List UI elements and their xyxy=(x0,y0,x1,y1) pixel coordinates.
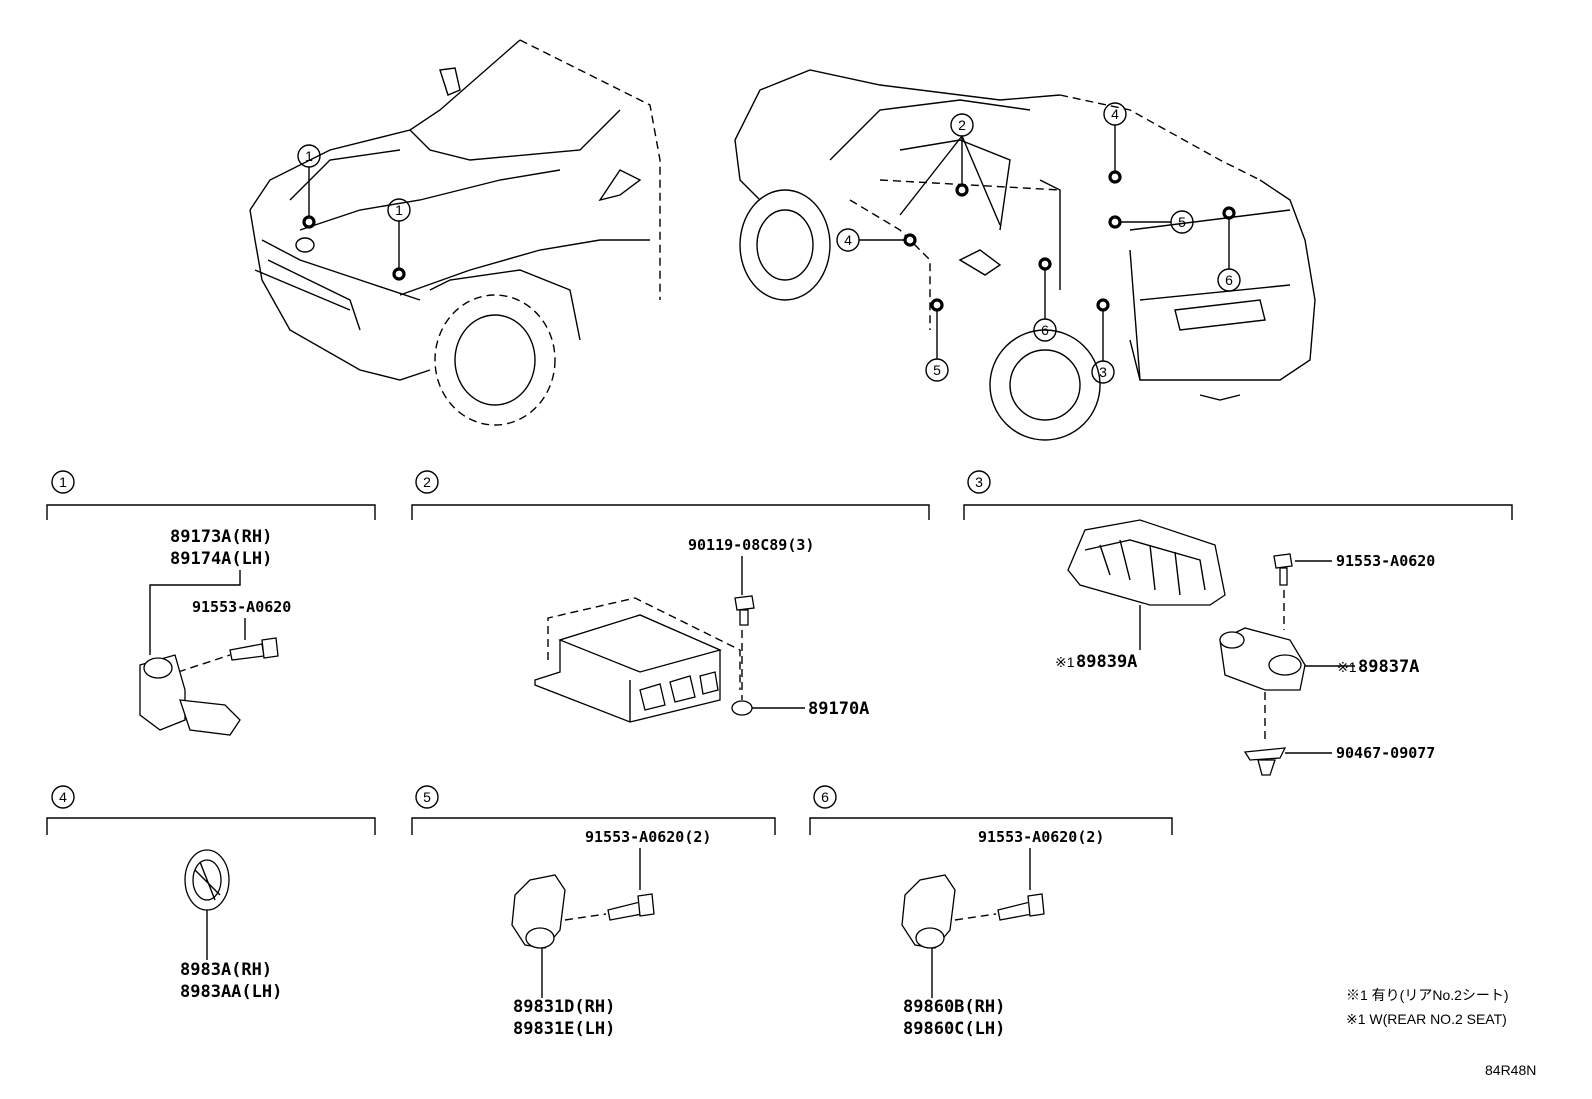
svg-text:6: 6 xyxy=(1041,322,1049,338)
footnote-jp: ※1 有り(リアNo.2シート) xyxy=(1346,987,1509,1003)
callout-3: 3 xyxy=(1091,298,1115,384)
svg-text:1: 1 xyxy=(305,148,313,164)
star-marker-89839A: ※1 xyxy=(1055,654,1075,670)
part-89839A: 89839A xyxy=(1076,652,1137,672)
part-90467-09077: 90467-09077 xyxy=(1336,744,1435,762)
part-89860B: 89860B(RH) xyxy=(903,997,1005,1017)
front-vehicle-illustration xyxy=(249,39,661,426)
part-8983A: 8983A(RH) xyxy=(180,960,272,980)
svg-text:6: 6 xyxy=(821,789,829,805)
star-marker-89837A: ※1 xyxy=(1337,659,1357,675)
part-89173A: 89173A(RH) xyxy=(170,527,272,547)
part-89174A: 89174A(LH) xyxy=(170,549,272,569)
callout-1a: 1 xyxy=(297,144,321,229)
section-2: 2 90119-08C89(3) 89170A xyxy=(411,470,930,723)
part-89170A: 89170A xyxy=(808,699,869,719)
svg-text:2: 2 xyxy=(958,117,966,133)
callout-6a: 6 xyxy=(1033,257,1057,342)
part-91553-A0620-s6: 91553-A0620(2) xyxy=(978,828,1104,846)
callout-2: 2 xyxy=(899,113,1001,226)
svg-text:3: 3 xyxy=(975,474,983,490)
svg-text:4: 4 xyxy=(59,789,67,805)
callout-4a: 4 xyxy=(836,228,917,252)
section-1: 1 89173A(RH) 89174A(LH) 91553-A0620 xyxy=(46,470,376,736)
svg-text:1: 1 xyxy=(59,474,67,490)
rear-vehicle-illustration xyxy=(734,69,1316,441)
svg-text:5: 5 xyxy=(423,789,431,805)
svg-text:5: 5 xyxy=(1178,214,1186,230)
part-91553-A0620-s1: 91553-A0620 xyxy=(192,598,291,616)
svg-text:4: 4 xyxy=(844,232,852,248)
section-6: 6 91553-A0620(2) 89860B(RH) 89860C(LH) xyxy=(809,785,1173,1039)
part-91553-A0620-s3: 91553-A0620 xyxy=(1336,552,1435,570)
callout-6b: 6 xyxy=(1217,206,1241,292)
svg-text:2: 2 xyxy=(423,474,431,490)
part-90119-08C89: 90119-08C89(3) xyxy=(688,536,814,554)
part-89837A: 89837A xyxy=(1358,657,1419,677)
section-4: 4 8983A(RH) 8983AA(LH) xyxy=(46,785,376,1002)
footnote-en: ※1 W(REAR NO.2 SEAT) xyxy=(1346,1011,1507,1027)
svg-text:1: 1 xyxy=(395,202,403,218)
callout-5a: 5 xyxy=(925,298,949,382)
callout-1b: 1 xyxy=(387,198,411,281)
section-5: 5 91553-A0620(2) 89831D(RH) 89831E(LH) xyxy=(411,785,776,1039)
section-3: 3 89839A 91553-A0620 89837A 90467-09077 xyxy=(963,470,1513,776)
part-8983AA: 8983AA(LH) xyxy=(180,982,282,1002)
svg-text:6: 6 xyxy=(1225,272,1233,288)
part-89860C: 89860C(LH) xyxy=(903,1019,1005,1039)
svg-text:3: 3 xyxy=(1099,364,1107,380)
part-89831E: 89831E(LH) xyxy=(513,1019,615,1039)
part-89831D: 89831D(RH) xyxy=(513,997,615,1017)
part-91553-A0620-s5: 91553-A0620(2) xyxy=(585,828,711,846)
svg-text:4: 4 xyxy=(1111,106,1119,122)
svg-text:5: 5 xyxy=(933,362,941,378)
callout-4b: 4 xyxy=(1103,102,1127,184)
callout-5b: 5 xyxy=(1108,210,1194,234)
diagram-code: 84R48N xyxy=(1485,1062,1536,1078)
